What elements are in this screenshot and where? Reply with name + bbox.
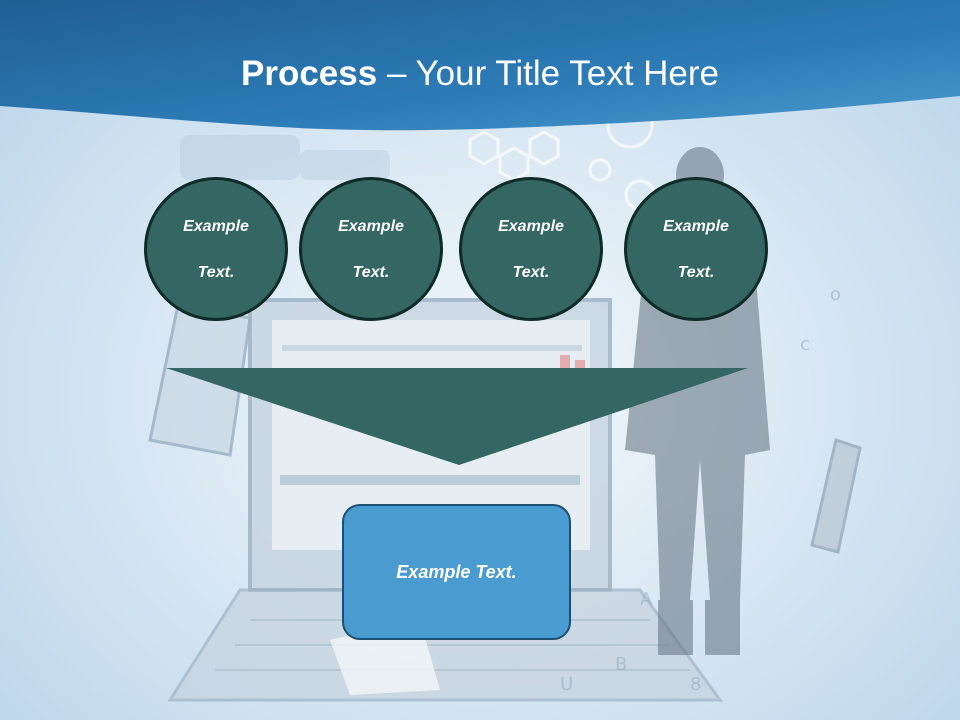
result-text: Example Text. — [396, 561, 517, 582]
title-bold: Process — [241, 54, 378, 93]
header-band — [0, 0, 960, 131]
circle-4-line-2: Text. — [677, 263, 715, 281]
result-box: Example Text. — [342, 504, 571, 640]
svg-text:A: A — [640, 589, 653, 610]
circle-3-line-1: Example — [498, 217, 564, 235]
svg-text:8: 8 — [690, 674, 701, 695]
slide-title: Process – Your Title Text Here — [0, 52, 960, 96]
circle-2-line-2: Text. — [352, 263, 390, 281]
circle-1-line-2: Text. — [197, 263, 235, 281]
circle-3-line-2: Text. — [512, 263, 550, 281]
circle-2-line-1: Example — [338, 217, 404, 235]
svg-text:o: o — [830, 284, 841, 305]
circle-4-line-1: Example — [663, 217, 729, 235]
circle-1-line-1: Example — [183, 217, 249, 235]
svg-text:U: U — [560, 674, 573, 695]
svg-text:B: B — [615, 654, 627, 675]
svg-text:c: c — [800, 334, 810, 355]
title-rest: – Your Title Text Here — [377, 54, 719, 93]
